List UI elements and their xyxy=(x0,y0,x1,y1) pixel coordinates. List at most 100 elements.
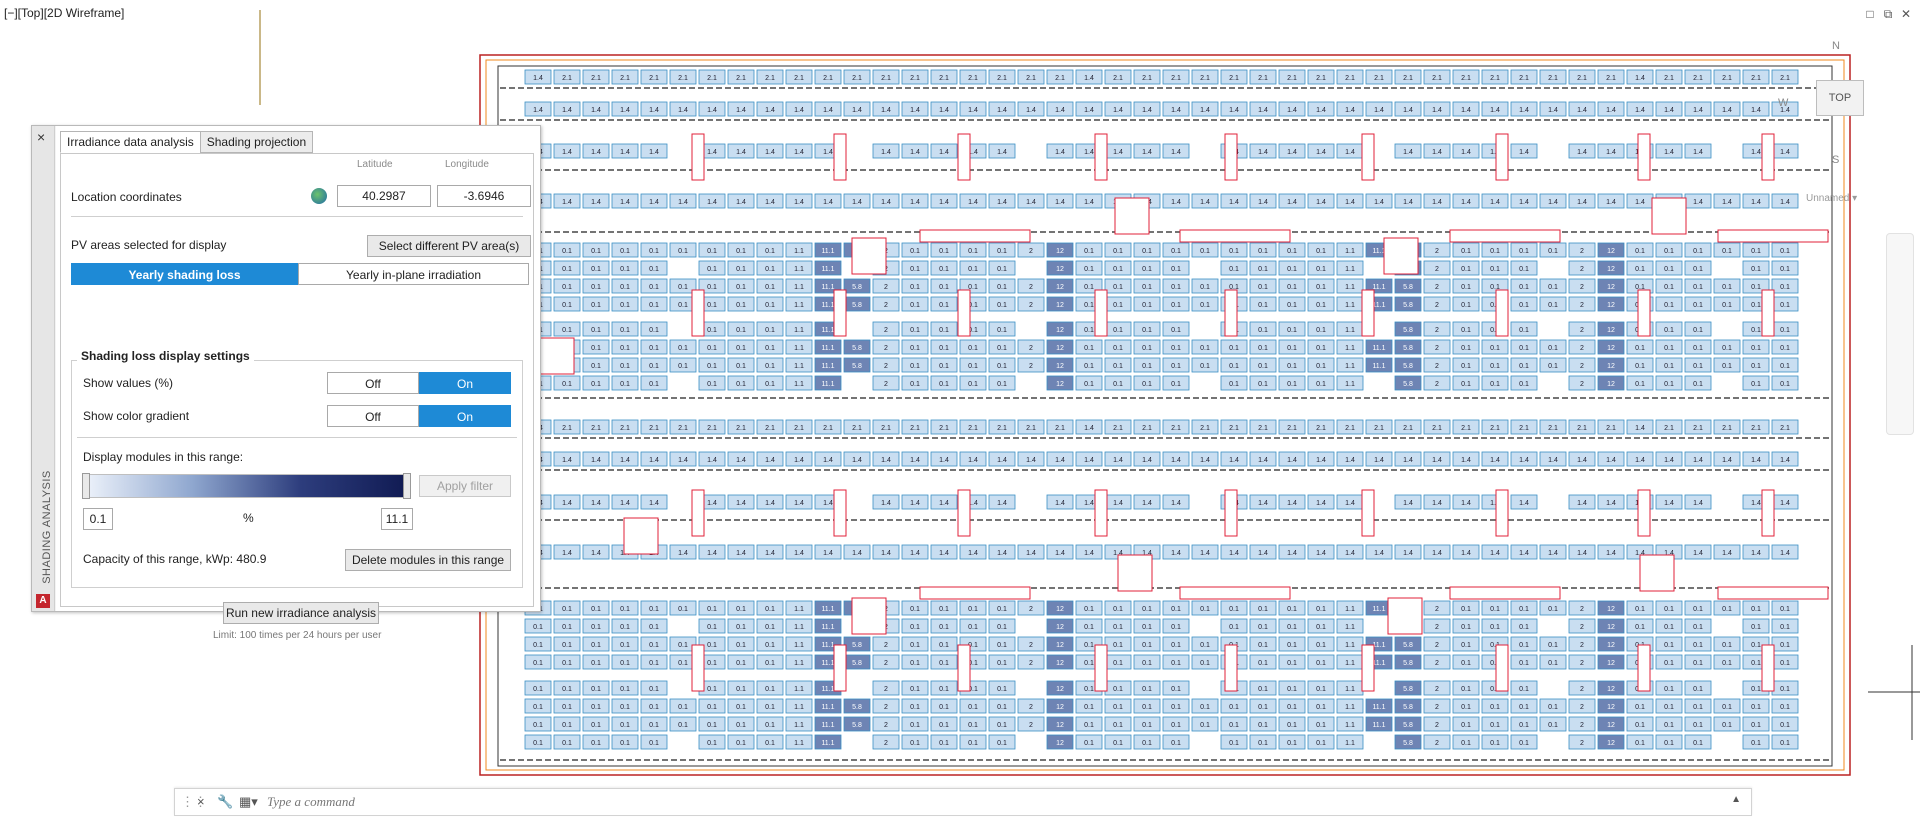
compass-west[interactable]: W xyxy=(1778,97,1789,109)
close-icon[interactable]: × xyxy=(37,129,46,145)
pv-module xyxy=(1191,654,1219,670)
pv-module xyxy=(1162,339,1190,355)
ucs-menu[interactable]: Unnamed ▾ xyxy=(1806,193,1858,204)
yearly-irradiation-option[interactable]: Yearly in-plane irradiation xyxy=(298,263,529,285)
latitude-field[interactable]: 40.2987 xyxy=(337,185,431,207)
pv-module xyxy=(1481,242,1509,258)
run-analysis-button[interactable]: Run new irradiance analysis xyxy=(223,602,379,624)
compass-north[interactable]: N xyxy=(1832,40,1840,52)
module-value: 5.8 xyxy=(1403,363,1413,370)
close-icon[interactable]: ✕ xyxy=(1900,7,1912,21)
globe-icon[interactable] xyxy=(311,188,327,204)
delete-modules-button[interactable]: Delete modules in this range xyxy=(345,549,511,571)
chevron-up-icon[interactable]: ▲ xyxy=(1731,794,1741,805)
pv-module xyxy=(1684,600,1712,616)
module-value: 1.4 xyxy=(533,75,543,82)
obstacle xyxy=(1637,133,1651,181)
module-value: 0.1 xyxy=(1693,606,1703,613)
module-value: 1.4 xyxy=(910,199,920,206)
module-value: 2.1 xyxy=(997,425,1007,432)
range-gradient-slider[interactable] xyxy=(82,473,411,499)
range-max-field[interactable]: 11.1 xyxy=(381,508,413,530)
pv-module xyxy=(901,242,929,258)
module-value: 0.1 xyxy=(678,284,688,291)
module-value: 0.1 xyxy=(1229,266,1239,273)
command-line[interactable]: ⋮⋮ × 🔧 ▦▾ Type a command ▲ xyxy=(174,788,1752,816)
pv-module xyxy=(1568,101,1596,117)
range-max-handle[interactable] xyxy=(403,473,411,499)
obstacle-strip xyxy=(1717,586,1829,600)
wrench-icon[interactable]: 🔧 xyxy=(217,794,234,809)
module-value: 2 xyxy=(884,686,888,693)
module-value: 1.4 xyxy=(1316,149,1326,156)
pv-module xyxy=(1423,339,1451,355)
tab-shading-projection[interactable]: Shading projection xyxy=(199,131,314,153)
minimize-icon[interactable]: □ xyxy=(1866,7,1874,21)
pv-module xyxy=(814,101,842,117)
pv-module xyxy=(1336,716,1364,732)
pv-module xyxy=(640,494,668,510)
module-value: 2.1 xyxy=(881,425,891,432)
module-value: 2 xyxy=(1580,381,1584,388)
show-values-off[interactable]: Off xyxy=(327,372,419,394)
range-min-handle[interactable] xyxy=(82,473,90,499)
module-value: 1.4 xyxy=(1287,199,1297,206)
pv-module xyxy=(988,143,1016,159)
pv-module xyxy=(959,193,987,209)
navigation-bar[interactable] xyxy=(1886,233,1914,435)
module-value: 0.1 xyxy=(1142,248,1152,255)
pv-module xyxy=(988,339,1016,355)
module-value: 11.1 xyxy=(1372,284,1385,291)
viewcube-top-face[interactable]: TOP xyxy=(1816,80,1864,116)
pv-module xyxy=(1104,451,1132,467)
longitude-field[interactable]: -3.6946 xyxy=(437,185,531,207)
pv-module xyxy=(1568,716,1596,732)
module-value: 0.1 xyxy=(736,266,746,273)
tab-irradiance[interactable]: Irradiance data analysis xyxy=(60,131,201,153)
pv-module xyxy=(611,734,639,750)
show-gradient-on[interactable]: On xyxy=(419,405,511,427)
command-prompt-icon[interactable]: ▦▾ xyxy=(239,794,258,809)
pv-module xyxy=(1771,419,1799,435)
module-value: 0.1 xyxy=(1084,642,1094,649)
pv-module xyxy=(1510,321,1538,337)
pv-module xyxy=(582,260,610,276)
pv-module xyxy=(1597,278,1625,294)
show-values-on[interactable]: On xyxy=(419,372,511,394)
module-value: 0.1 xyxy=(1316,722,1326,729)
module-value: 1.4 xyxy=(1403,199,1413,206)
pv-module xyxy=(1046,242,1074,258)
pv-module xyxy=(1133,698,1161,714)
show-gradient-off[interactable]: Off xyxy=(327,405,419,427)
viewport-controls-label[interactable]: [−][Top][2D Wireframe] xyxy=(4,6,125,20)
module-value: 0.1 xyxy=(533,686,543,693)
pv-module xyxy=(785,618,813,634)
pv-module xyxy=(814,193,842,209)
range-min-field[interactable]: 0.1 xyxy=(83,508,113,530)
pv-module xyxy=(1278,260,1306,276)
grip-icon[interactable]: ⋮⋮ xyxy=(181,794,207,809)
module-value: 1.4 xyxy=(1664,107,1674,114)
pv-module xyxy=(1104,278,1132,294)
restore-icon[interactable]: ⧉ xyxy=(1883,7,1893,21)
apply-filter-button[interactable]: Apply filter xyxy=(419,475,511,497)
module-value: 1.4 xyxy=(1490,199,1500,206)
module-value: 2 xyxy=(1580,345,1584,352)
pv-module xyxy=(785,680,813,696)
module-value: 0.1 xyxy=(765,624,775,631)
select-pv-areas-button[interactable]: Select different PV area(s) xyxy=(367,235,531,257)
module-value: 0.1 xyxy=(1113,327,1123,334)
compass-south[interactable]: S xyxy=(1832,154,1840,166)
pv-module xyxy=(1133,680,1161,696)
module-value: 0.1 xyxy=(1519,266,1529,273)
command-input[interactable]: Type a command xyxy=(267,794,355,809)
pv-module xyxy=(1162,680,1190,696)
yearly-shading-loss-option[interactable]: Yearly shading loss xyxy=(71,263,299,285)
close-icon[interactable]: × xyxy=(197,794,205,809)
pv-module xyxy=(1046,321,1074,337)
pv-module xyxy=(930,260,958,276)
pv-module xyxy=(785,419,813,435)
pv-module xyxy=(1249,716,1277,732)
module-value: 0.1 xyxy=(678,302,688,309)
